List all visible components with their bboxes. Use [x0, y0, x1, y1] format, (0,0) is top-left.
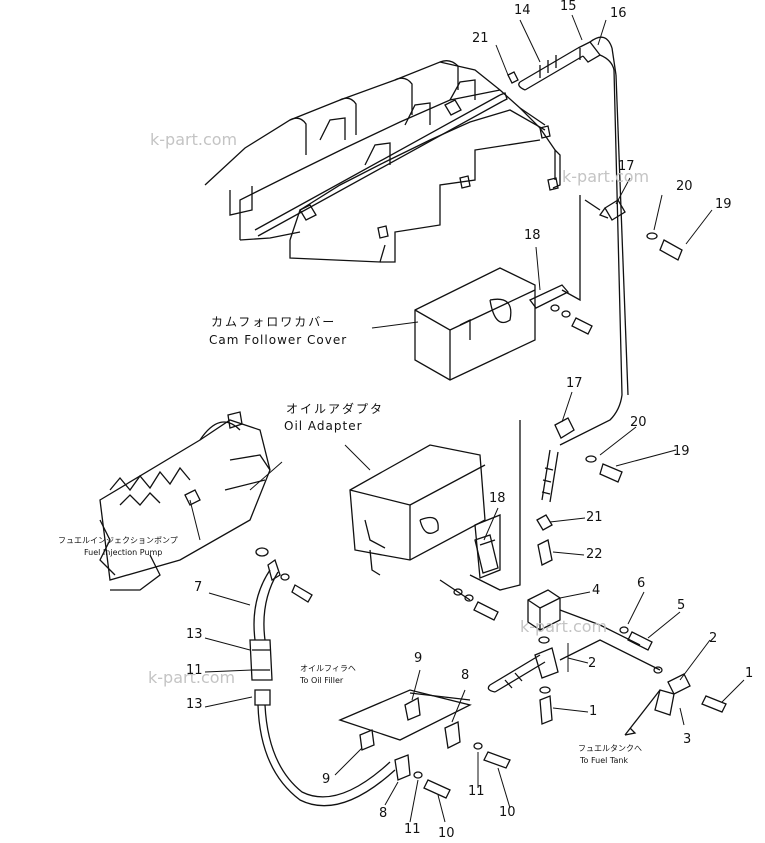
watermark: k-part.com	[520, 617, 608, 636]
cam-follower-caption-jp: カムフォロワカバー	[211, 315, 337, 329]
oil-adapter-caption-en: Oil Adapter	[284, 419, 363, 433]
upper-clamp	[585, 200, 682, 260]
cam-follower-cover	[415, 195, 592, 380]
watermark: k-part.com	[150, 130, 238, 149]
callout-9-top: 9	[414, 651, 423, 666]
callout-10-bottom: 10	[438, 826, 455, 841]
callout-20-top: 20	[676, 179, 693, 194]
watermark: k-part.com	[562, 167, 650, 186]
to-oil-filler-caption-en: To Oil Filler	[300, 676, 344, 685]
oil-adapter-caption-jp: オイルアダプタ	[286, 402, 385, 416]
callout-21-mid: 21	[586, 510, 603, 525]
callout-10-mid: 10	[499, 805, 516, 820]
callout-14: 14	[514, 3, 531, 18]
fuel-injection-pump-caption-en: Fuel Injection Pump	[84, 548, 163, 557]
leader-lines	[190, 15, 744, 822]
callout-7: 7	[194, 580, 203, 595]
callout-22: 22	[586, 547, 603, 562]
callout-5: 5	[677, 598, 686, 613]
fuel-injection-pump-caption-jp: フュエルインジェクションポンプ	[58, 536, 178, 545]
callout-13-top: 13	[186, 627, 203, 642]
callout-1-mid: 1	[589, 704, 598, 719]
to-fuel-tank-caption-jp: フュエルタンクへ	[578, 744, 642, 753]
callout-8-top: 8	[461, 668, 470, 683]
callout-18-mid: 18	[489, 491, 506, 506]
fuel-injection-pump	[100, 412, 270, 590]
callout-11-mid: 11	[468, 784, 485, 799]
callout-16: 16	[610, 6, 627, 21]
callout-13-bottom: 13	[186, 697, 203, 712]
cylinder-head	[205, 61, 560, 262]
callout-9-bottom: 9	[322, 772, 331, 787]
callout-2-mid: 2	[588, 656, 597, 671]
oil-filler-parts	[340, 690, 510, 798]
cam-follower-caption-en: Cam Follower Cover	[209, 333, 348, 347]
callout-15: 15	[560, 0, 577, 14]
callout-18-top: 18	[524, 228, 541, 243]
oil-adapter	[350, 445, 500, 578]
callout-2-right: 2	[709, 631, 718, 646]
fuel-tank-arrow	[625, 690, 660, 735]
fuel-tank-line	[488, 640, 726, 715]
callout-17-mid: 17	[566, 376, 583, 391]
callout-3: 3	[683, 732, 692, 747]
callout-17-top: 17	[618, 159, 635, 174]
callout-19-top: 19	[715, 197, 732, 212]
callout-19-mid: 19	[673, 444, 690, 459]
callout-1-right: 1	[745, 666, 754, 681]
upper-pipe-assembly	[508, 37, 628, 445]
callout-6: 6	[637, 576, 646, 591]
watermark: k-part.com	[148, 668, 236, 687]
callout-11-bottom: 11	[404, 822, 421, 837]
to-oil-filler-caption-jp: オイルフィラヘ	[300, 664, 356, 673]
fuel-hose	[250, 548, 395, 806]
to-fuel-tank-caption-en: To Fuel Tank	[580, 756, 629, 765]
callout-8-bottom: 8	[379, 806, 388, 821]
callout-20-mid: 20	[630, 415, 647, 430]
fitting-block	[528, 590, 652, 724]
callout-21-top: 21	[472, 31, 489, 46]
callout-4: 4	[592, 583, 601, 598]
middle-pipe	[440, 418, 622, 620]
callout-11-left: 11	[186, 663, 203, 678]
